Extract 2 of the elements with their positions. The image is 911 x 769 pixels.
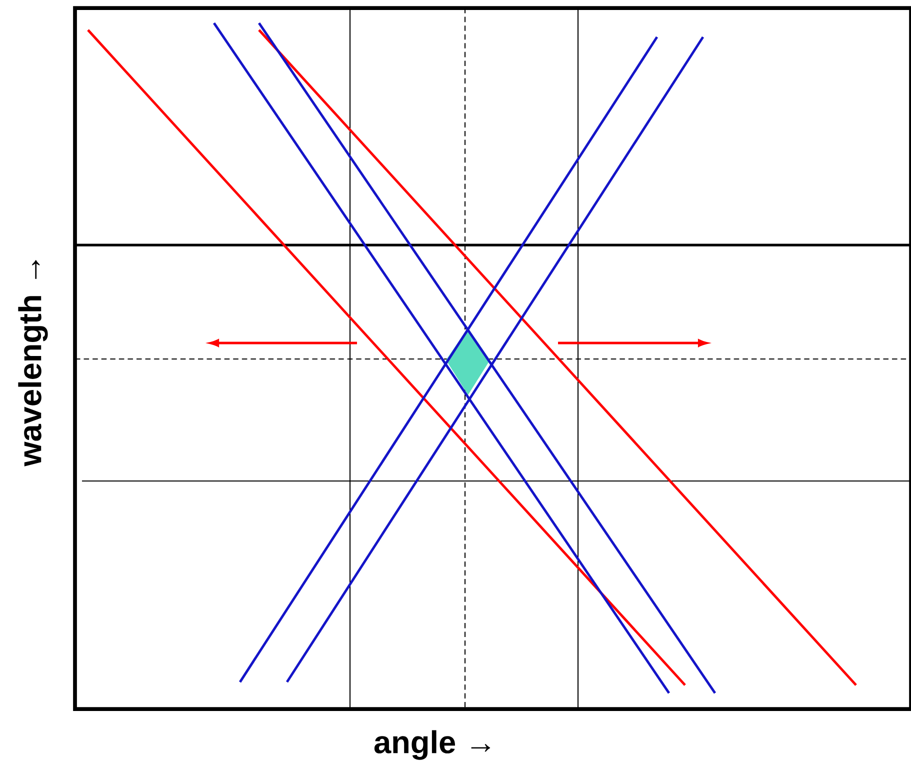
axis-label: wavelength → [18,260,48,466]
axis-label: angle → [374,730,490,760]
